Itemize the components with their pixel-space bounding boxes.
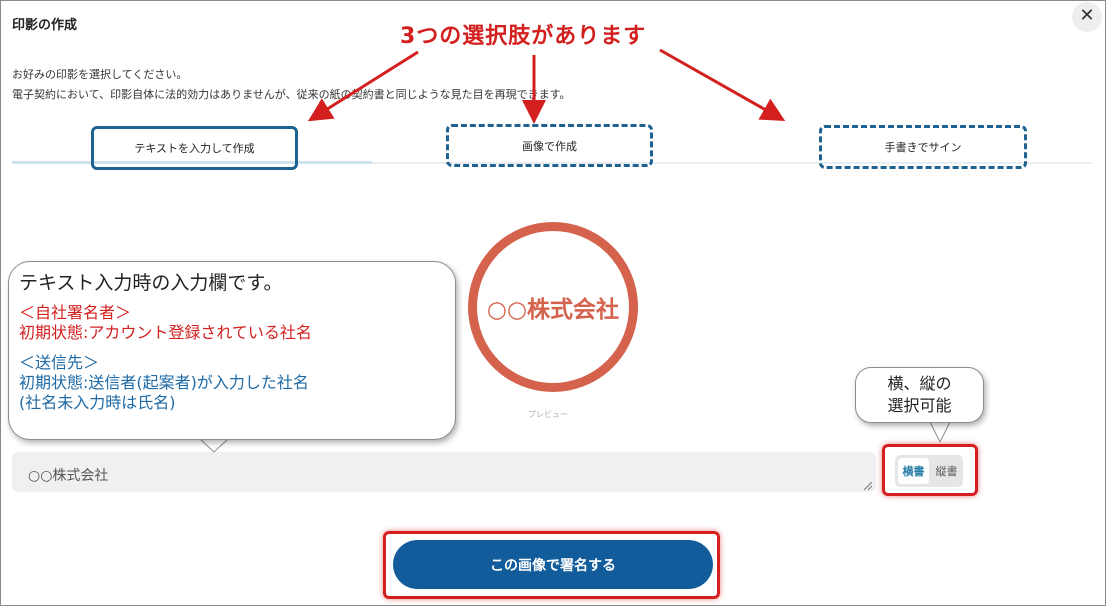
tab-underline — [12, 162, 1092, 164]
description-line-2: 電子契約において、印影自体に法的効力はありませんが、従来の紙の契約書と同じような… — [12, 88, 571, 101]
tab-active-indicator — [12, 161, 372, 164]
preview-label: プレビュー — [528, 410, 568, 419]
callout-dest-note: (社名未入力時は氏名) — [19, 393, 176, 412]
callout-dest-text: 初期状態:送信者(起案者)が入力した社名 — [19, 373, 309, 392]
close-icon[interactable]: ✕ — [1072, 2, 1102, 32]
sign-with-image-button[interactable]: この画像で署名する — [393, 540, 713, 589]
orientation-horizontal-button[interactable]: 横書 — [898, 458, 929, 484]
orientation-callout: 横、縦の 選択可能 — [855, 367, 984, 423]
description-line-1: お好みの印影を選択してください。 — [12, 68, 188, 81]
tab-image[interactable]: 画像で作成 — [446, 124, 653, 167]
stamp-text: ○○株式会社 — [486, 297, 620, 323]
input-callout: テキスト入力時の入力欄です。 ＜自社署名者＞ 初期状態:アカウント登録されている… — [8, 261, 456, 440]
annotation-choices: 3つの選択肢があります — [400, 24, 647, 49]
resize-handle-icon[interactable] — [864, 482, 872, 490]
orientation-callout-line-1: 横、縦の — [887, 374, 952, 393]
orientation-vertical-button[interactable]: 縦書 — [935, 465, 958, 478]
callout-heading: テキスト入力時の入力欄です。 — [19, 272, 283, 294]
company-name-input[interactable]: ○○株式会社 — [12, 452, 876, 492]
dialog-title: 印影の作成 — [12, 18, 78, 33]
tab-text-input[interactable]: テキストを入力して作成 — [91, 126, 298, 170]
callout-dest-title: ＜送信先＞ — [19, 353, 100, 372]
submit-highlight — [383, 531, 720, 599]
orientation-highlight — [882, 444, 978, 496]
tab-handwritten-signature[interactable]: 手書きでサイン — [819, 125, 1027, 169]
stamp-preview: ○○株式会社 — [468, 222, 638, 392]
callout-self-text: 初期状態:アカウント登録されている社名 — [19, 323, 312, 342]
callout-self-title: ＜自社署名者＞ — [19, 303, 132, 322]
orientation-callout-line-2: 選択可能 — [887, 396, 952, 415]
